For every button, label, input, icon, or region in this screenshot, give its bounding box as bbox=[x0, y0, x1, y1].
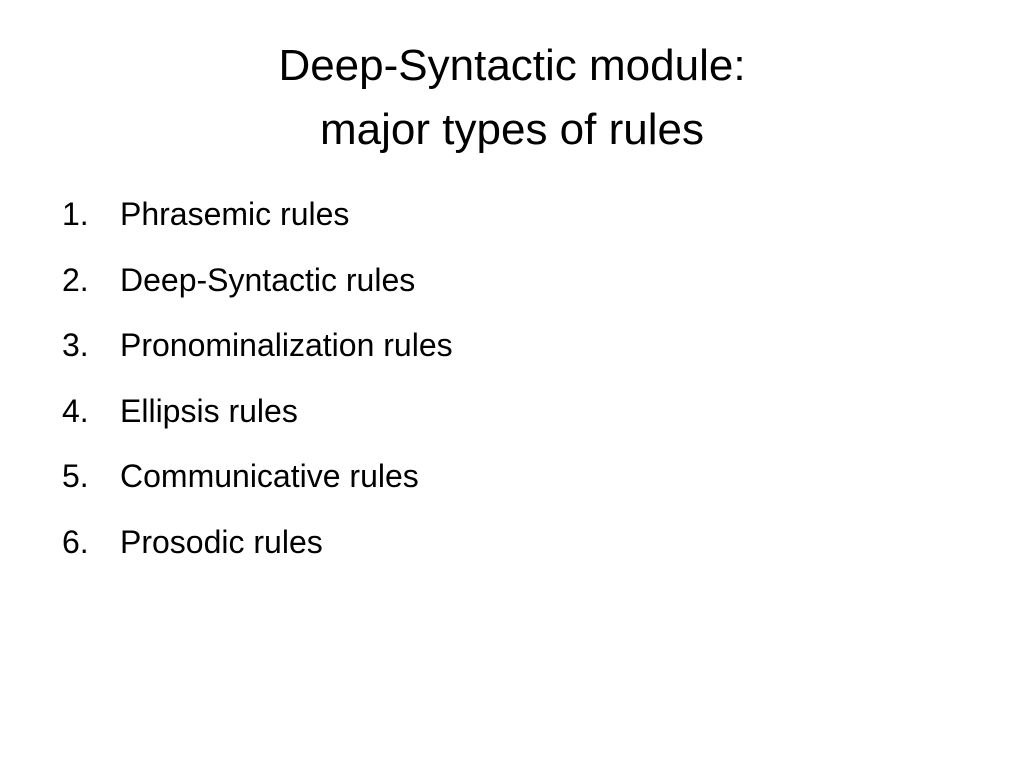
rule-list: 1. Phrasemic rules 2. Deep-Syntactic rul… bbox=[62, 182, 453, 575]
list-item-number: 4. bbox=[62, 392, 89, 429]
list-item-label: Prosodic rules bbox=[120, 523, 323, 560]
list-item: 3. Pronominalization rules bbox=[62, 313, 453, 379]
list-item-label: Communicative rules bbox=[120, 458, 419, 494]
list-item: 2. Deep-Syntactic rules bbox=[62, 248, 453, 314]
list-item-label: Ellipsis rules bbox=[120, 392, 298, 429]
list-item-number: 2. bbox=[62, 261, 89, 298]
list-item: 4. Ellipsis rules bbox=[62, 379, 453, 445]
title-line-2: major types of rules bbox=[320, 105, 704, 154]
list-item-label: Deep-Syntactic rules bbox=[120, 261, 416, 298]
list-item-number: 1. bbox=[62, 196, 89, 232]
slide-title: Deep-Syntactic module: major types of ru… bbox=[0, 34, 1024, 162]
list-item: 5. Communicative rules bbox=[62, 444, 453, 510]
title-line-1: Deep-Syntactic module: bbox=[278, 41, 746, 90]
list-item-label: Phrasemic rules bbox=[120, 196, 350, 232]
list-item-label: Pronominalization rules bbox=[120, 327, 453, 363]
list-item: 6. Prosodic rules bbox=[62, 510, 453, 576]
list-item-number: 3. bbox=[62, 327, 89, 363]
list-item-number: 5. bbox=[62, 458, 89, 494]
list-item: 1. Phrasemic rules bbox=[62, 182, 453, 248]
list-item-number: 6. bbox=[62, 523, 89, 560]
